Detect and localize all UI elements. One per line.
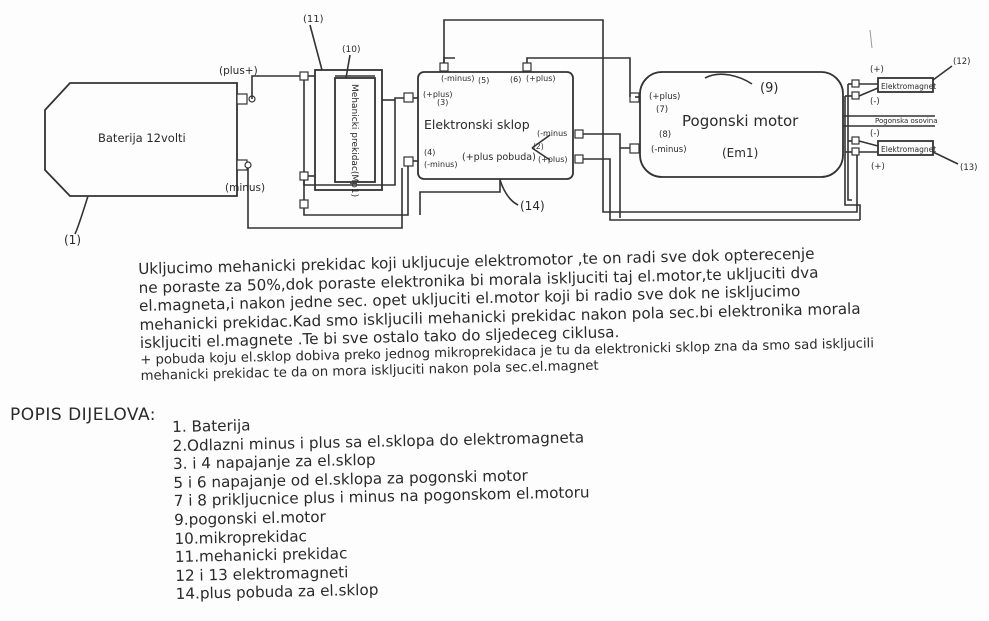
eu-motor-plus-label: (+plus) bbox=[526, 74, 555, 83]
wiring-diagram: Baterija 12volti (plus+) (minus) (1) Meh… bbox=[44, 14, 977, 247]
eu-supply-minus-num: (4) bbox=[424, 148, 435, 157]
eu-motor-plus-num: (6) bbox=[510, 75, 521, 84]
parts-list-title: POPIS DIJELOVA: bbox=[10, 405, 156, 425]
motor-minus-label: (-minus) bbox=[651, 145, 687, 155]
motor-sublabel: (Em1) bbox=[722, 146, 758, 160]
magnet-top-label: Elektromagnet bbox=[881, 82, 936, 91]
eu-excitation-label: (+plus pobuda) bbox=[462, 152, 536, 163]
magnet-top-plus: (+) bbox=[870, 65, 884, 75]
magnet-bottom-label: Elektromagnet bbox=[881, 145, 936, 154]
eu-magnet-minus-label: (-minus bbox=[537, 129, 567, 138]
magnet-top-box bbox=[877, 77, 934, 93]
magnet-top-number: (12) bbox=[953, 57, 970, 67]
motor-label: Pogonski motor bbox=[682, 112, 799, 130]
motor-box bbox=[639, 71, 844, 178]
eu-magnet-plus-label: (+plus) bbox=[538, 155, 567, 164]
magnet-bottom-plus: (+) bbox=[871, 162, 885, 172]
motor-minus-num: (8) bbox=[659, 130, 671, 140]
eu-excitation-number: (14) bbox=[520, 199, 545, 213]
eu-motor-minus-num: (5) bbox=[478, 76, 489, 85]
battery-number: (1) bbox=[64, 233, 81, 247]
eu-supply-plus-num: (3) bbox=[437, 98, 448, 107]
battery-plus-label: (plus+) bbox=[219, 65, 258, 77]
mechanical-switch-number: (11) bbox=[303, 14, 324, 25]
motor-plus-num: (7) bbox=[656, 105, 668, 115]
shaft-label: Pogonska osovina bbox=[875, 117, 938, 125]
eu-magnet-num: (2) bbox=[533, 142, 544, 151]
micro-switch-box bbox=[334, 77, 376, 183]
eu-supply-minus-label: (-minus) bbox=[424, 160, 457, 169]
eu-motor-minus-label: (-minus) bbox=[441, 74, 474, 83]
motor-plus-label: (+plus) bbox=[649, 92, 680, 102]
description-text: Ukljucimo mehanicki prekidac koji ukljuc… bbox=[138, 242, 941, 386]
motor-number: (9) bbox=[760, 81, 778, 96]
parts-list: 1. Baterija 2.Odlazni minus i plus sa el… bbox=[172, 409, 592, 604]
micro-switch-number: (10) bbox=[342, 45, 360, 55]
magnet-top-minus: (-) bbox=[870, 97, 880, 107]
battery-label: Baterija 12volti bbox=[98, 131, 186, 145]
mechanical-switch-box bbox=[314, 69, 383, 191]
battery-plus-terminal bbox=[236, 93, 248, 105]
electronic-unit-label: Elektronski sklop bbox=[424, 117, 530, 132]
magnet-bottom-box bbox=[877, 140, 934, 156]
battery-box bbox=[44, 82, 238, 197]
magnet-bottom-minus: (-) bbox=[870, 129, 880, 139]
battery-minus-label: (minus) bbox=[225, 182, 265, 194]
eu-supply-plus-label: (+plus) bbox=[423, 90, 452, 99]
micro-switch-label: Mehanicki prekidac(Mp1) bbox=[349, 84, 359, 197]
electronic-unit-box bbox=[417, 71, 574, 180]
magnet-bottom-number: (13) bbox=[960, 163, 977, 173]
